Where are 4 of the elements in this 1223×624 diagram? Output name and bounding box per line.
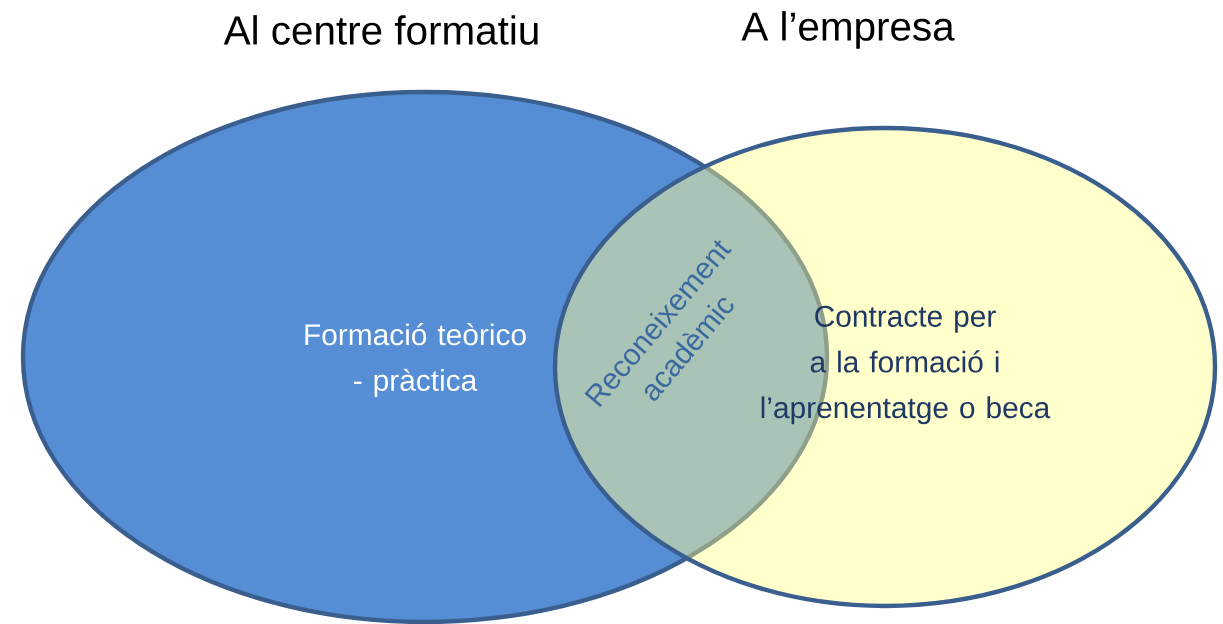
heading: A l’empresa [741,11,955,49]
ellipse-text: Contracte per a la formació i l’aprenentatge o beca [761,305,1051,425]
heading: Al centre formatiu [223,15,538,45]
ellipse-text: Formació teòrico - pràctica [305,323,526,397]
